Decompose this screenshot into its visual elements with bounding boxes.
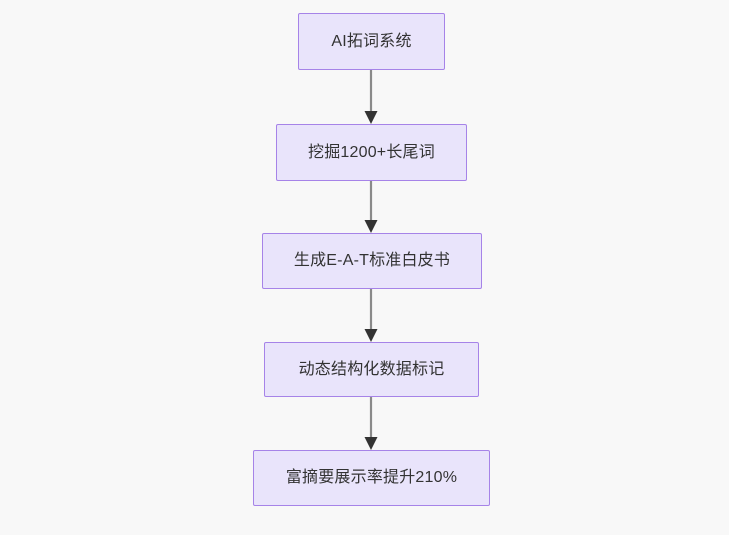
flowchart-node-generate-eat-whitepaper[interactable]: 生成E-A-T标准白皮书 (262, 233, 482, 289)
edge-n3-n4 (364, 289, 378, 342)
edge-n2-n3 (364, 181, 378, 233)
edge-n1-n2 (364, 70, 378, 124)
flowchart-node-ai-keyword-system[interactable]: AI拓词系统 (298, 13, 445, 70)
flowchart-node-dynamic-structured-data-markup[interactable]: 动态结构化数据标记 (264, 342, 479, 397)
flowchart-node-rich-snippet-impression-lift[interactable]: 富摘要展示率提升210% (253, 450, 490, 506)
edge-n4-n5 (364, 397, 378, 450)
flowchart-node-mine-longtail-keywords[interactable]: 挖掘1200+长尾词 (276, 124, 467, 181)
